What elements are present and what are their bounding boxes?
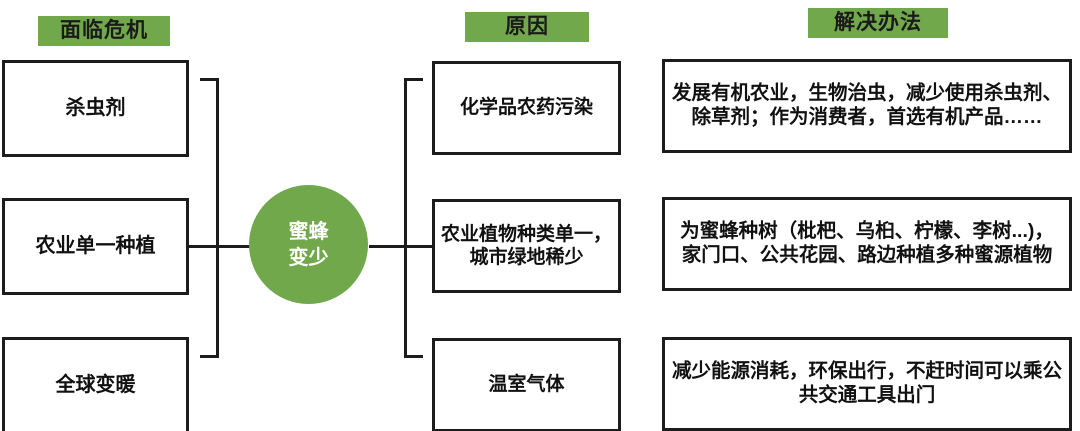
- left-bracket-stub-bottom: [200, 355, 219, 358]
- left-bracket-hub-link: [219, 245, 251, 248]
- cause-box-chemical-pollution: 化学品农药污染: [432, 61, 621, 155]
- column-header-cause: 原因: [465, 12, 589, 42]
- center-node-bee-decline: 蜜蜂 变少: [249, 185, 368, 304]
- right-bracket-spine: [404, 78, 407, 358]
- cause-box-plant-diversity: 农业植物种类单一，城市绿地稀少: [432, 199, 621, 293]
- right-bracket-hub-link: [369, 245, 407, 248]
- left-bracket-stub-middle: [189, 245, 219, 248]
- solution-box-plant-trees: 为蜜蜂种树（枇杷、乌桕、柠檬、李树...)，家门口、公共花园、路边种植多种蜜源植…: [662, 197, 1072, 291]
- solution-box-organic-farming: 发展有机农业，生物治虫，减少使用杀虫剂、除草剂；作为消费者，首选有机产品……: [662, 59, 1072, 153]
- center-node-line-1: 蜜蜂: [288, 220, 329, 243]
- right-bracket-stub-bottom: [405, 355, 423, 358]
- cause-box-greenhouse-gas: 温室气体: [432, 338, 621, 431]
- left-bracket-spine: [216, 78, 219, 358]
- column-header-crisis: 面临危机: [38, 16, 170, 46]
- column-header-solution: 解决办法: [808, 8, 948, 38]
- crisis-box-global-warming: 全球变暖: [2, 337, 189, 431]
- right-bracket-stub-top: [405, 78, 423, 81]
- solution-box-reduce-energy: 减少能源消耗，环保出行，不赶时间可以乘公共交通工具出门: [662, 337, 1072, 431]
- center-node-line-2: 变少: [288, 246, 329, 269]
- left-bracket-stub-top: [200, 78, 219, 81]
- right-bracket-stub-middle: [405, 245, 435, 248]
- crisis-box-monoculture: 农业单一种植: [2, 198, 189, 295]
- crisis-box-insecticide: 杀虫剂: [2, 60, 189, 157]
